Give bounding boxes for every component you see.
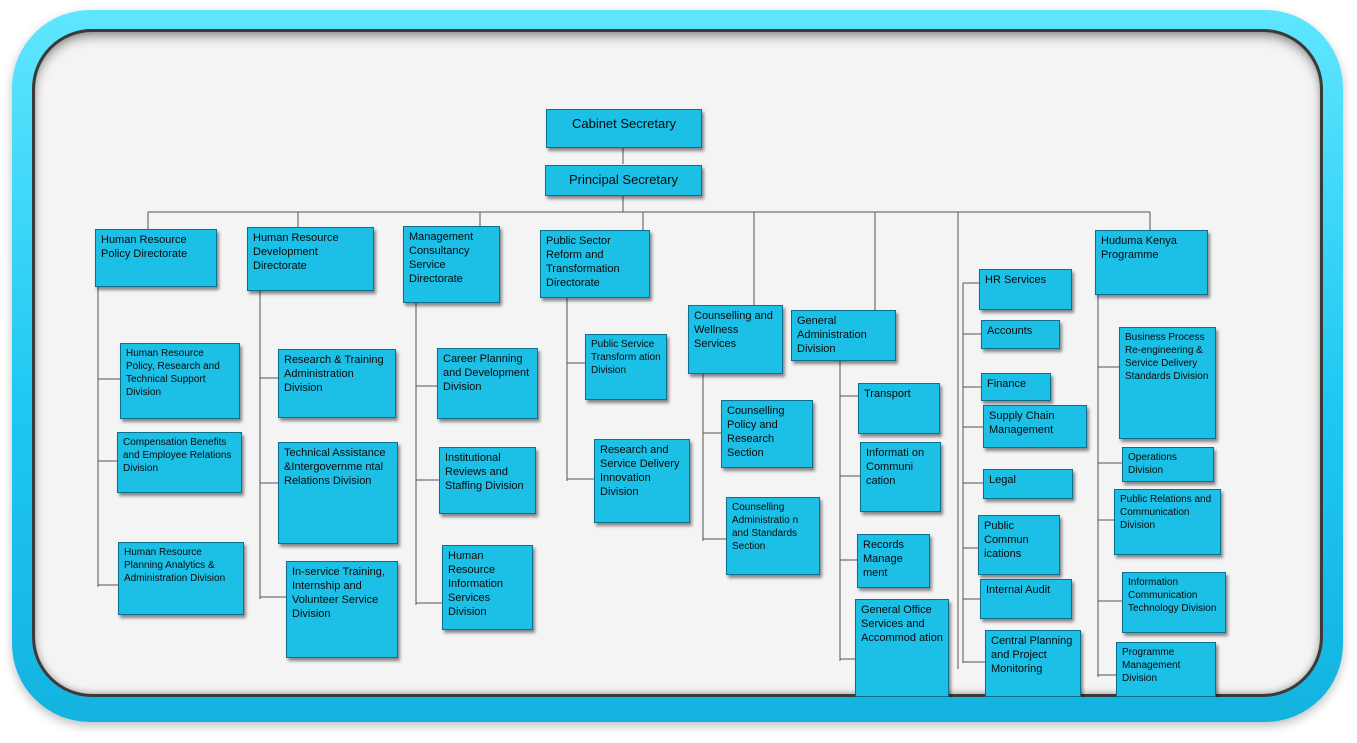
programme-management-division-label: Programme Management Division: [1122, 647, 1181, 684]
counselling-policy-section-label: Counselling Policy and Research Section: [727, 405, 785, 459]
huduma-kenya-label: Huduma Kenya Programme: [1101, 235, 1177, 261]
compensation-division: Compensation Benefits and Employee Relat…: [117, 432, 242, 493]
internal-audit-unit: Internal Audit: [980, 579, 1072, 619]
public-relations-division-label: Public Relations and Communication Divis…: [1120, 494, 1212, 531]
legal-unit: Legal: [983, 469, 1073, 499]
connector-lines: [97, 148, 1151, 677]
counselling-wellness-box: Counselling and Wellness Services: [688, 305, 783, 374]
hr-information-services-division: Human Resource Information Services Divi…: [442, 545, 533, 630]
hr-development-directorate-label: Human Resource Development Directorate: [253, 232, 339, 272]
org-chart-canvas: Cabinet Secretary Principal Secretary Hu…: [32, 29, 1323, 697]
transport-unit-label: Transport: [864, 388, 911, 400]
huduma-kenya-box: Huduma Kenya Programme: [1095, 230, 1208, 295]
central-planning-unit: Central Planning and Project Monitoring: [985, 630, 1081, 697]
general-administration-box: General Administration Division: [791, 310, 896, 361]
transport-unit: Transport: [858, 383, 940, 434]
accounts-unit: Accounts: [981, 320, 1060, 349]
cabinet-secretary-label: Cabinet Secretary: [571, 116, 677, 131]
counselling-administration-section-label: Counselling Administratio n and Standard…: [732, 502, 799, 552]
management-consultancy-directorate-label: Management Consultancy Service Directora…: [409, 231, 474, 285]
cabinet-secretary-box: Cabinet Secretary: [546, 109, 702, 148]
institutional-reviews-division: Institutional Reviews and Staffing Divis…: [439, 447, 536, 514]
principal-secretary-box: Principal Secretary: [545, 165, 702, 196]
hr-services-unit-label: HR Services: [985, 274, 1047, 286]
hr-information-services-division-label: Human Resource Information Services Divi…: [448, 550, 504, 618]
records-management-unit-label: Records Manage ment: [863, 539, 904, 579]
internal-audit-unit-label: Internal Audit: [986, 584, 1051, 596]
hr-policy-division-label: Human Resource Policy, Research and Tech…: [126, 348, 220, 398]
hr-policy-directorate-label: Human Resource Policy Directorate: [101, 234, 188, 260]
counselling-administration-section: Counselling Administratio n and Standard…: [726, 497, 820, 575]
programme-management-division: Programme Management Division: [1116, 642, 1216, 697]
public-relations-division: Public Relations and Communication Divis…: [1114, 489, 1221, 555]
ict-division: Information Communication Technology Div…: [1122, 572, 1226, 633]
operations-division: Operations Division: [1122, 447, 1214, 482]
public-sector-reform-directorate-box: Public Sector Reform and Transformation …: [540, 230, 650, 298]
inservice-training-division: In-service Training, Internship and Volu…: [286, 561, 398, 658]
finance-unit-label: Finance: [987, 378, 1027, 390]
research-service-delivery-division: Research and Service Delivery Innovation…: [594, 439, 690, 523]
research-training-division-label: Research & Training Administration Divis…: [284, 354, 384, 394]
public-communications-unit-label: Public Commun ications: [984, 520, 1029, 560]
technical-assistance-division: Technical Assistance &Intergovernme ntal…: [278, 442, 398, 544]
records-management-unit: Records Manage ment: [857, 534, 930, 588]
business-process-division-label: Business Process Re-engineering & Servic…: [1125, 332, 1209, 382]
institutional-reviews-division-label: Institutional Reviews and Staffing Divis…: [445, 452, 524, 492]
compensation-division-label: Compensation Benefits and Employee Relat…: [123, 437, 232, 474]
public-sector-reform-directorate-label: Public Sector Reform and Transformation …: [546, 235, 620, 289]
business-process-division: Business Process Re-engineering & Servic…: [1119, 327, 1216, 439]
research-service-delivery-division-label: Research and Service Delivery Innovation…: [600, 444, 680, 498]
central-planning-unit-label: Central Planning and Project Monitoring: [991, 635, 1073, 675]
general-office-services-unit: General Office Services and Accommod ati…: [855, 599, 949, 697]
research-training-division: Research & Training Administration Divis…: [278, 349, 396, 418]
technical-assistance-division-label: Technical Assistance &Intergovernme ntal…: [284, 447, 386, 487]
hr-policy-directorate-box: Human Resource Policy Directorate: [95, 229, 217, 287]
general-office-services-unit-label: General Office Services and Accommod ati…: [861, 604, 943, 644]
career-planning-division-label: Career Planning and Development Division: [443, 353, 530, 393]
ict-division-label: Information Communication Technology Div…: [1128, 577, 1217, 614]
supply-chain-unit-label: Supply Chain Management: [989, 410, 1055, 436]
career-planning-division: Career Planning and Development Division: [437, 348, 538, 419]
general-administration-label: General Administration Division: [797, 315, 867, 355]
inservice-training-division-label: In-service Training, Internship and Volu…: [292, 566, 385, 620]
counselling-policy-section: Counselling Policy and Research Section: [721, 400, 813, 468]
public-service-transformation-division-label: Public Service Transform ation Division: [591, 339, 661, 376]
hr-policy-division: Human Resource Policy, Research and Tech…: [120, 343, 240, 419]
finance-unit: Finance: [981, 373, 1051, 401]
counselling-wellness-label: Counselling and Wellness Services: [694, 310, 773, 350]
principal-secretary-label: Principal Secretary: [568, 172, 679, 187]
operations-division-label: Operations Division: [1128, 452, 1177, 476]
management-consultancy-directorate-box: Management Consultancy Service Directora…: [403, 226, 500, 303]
information-communication-unit: Informati on Communi cation: [860, 442, 941, 512]
public-service-transformation-division: Public Service Transform ation Division: [585, 334, 667, 400]
hr-development-directorate-box: Human Resource Development Directorate: [247, 227, 374, 291]
hr-planning-division: Human Resource Planning Analytics & Admi…: [118, 542, 244, 615]
accounts-unit-label: Accounts: [987, 325, 1033, 337]
information-communication-unit-label: Informati on Communi cation: [866, 447, 925, 487]
public-communications-unit: Public Commun ications: [978, 515, 1060, 575]
legal-unit-label: Legal: [989, 474, 1016, 486]
hr-services-unit: HR Services: [979, 269, 1072, 310]
supply-chain-unit: Supply Chain Management: [983, 405, 1087, 448]
hr-planning-division-label: Human Resource Planning Analytics & Admi…: [124, 547, 226, 584]
